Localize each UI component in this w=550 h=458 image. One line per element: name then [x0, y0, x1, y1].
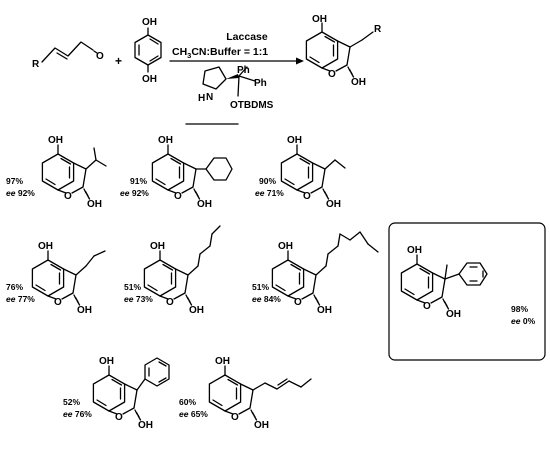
product-6-ee: ee 84% — [252, 294, 281, 304]
product-2-yield: 91% — [130, 176, 147, 186]
catalyst-structure: N H Ph Ph OTBDMS — [198, 65, 274, 111]
svg-text:OH: OH — [150, 241, 165, 252]
svg-text:OH: OH — [48, 135, 63, 146]
svg-text:OH: OH — [197, 199, 212, 210]
product-3-yield: 90% — [259, 176, 276, 186]
svg-text:OH: OH — [38, 241, 53, 252]
product-general: OH R O OH — [305, 14, 382, 88]
product-4-ee: ee 77% — [6, 294, 35, 304]
svg-text:OH: OH — [407, 245, 422, 256]
product-1-yield: 97% — [6, 176, 23, 186]
svg-text:O: O — [231, 412, 239, 423]
product-7: OH O OH 52% ee 76% — [63, 356, 170, 431]
svg-text:OH: OH — [87, 199, 102, 210]
product-1: OH O OH 97% ee 92% — [6, 135, 107, 210]
product-5-ee: ee 73% — [124, 294, 153, 304]
svg-text:OH: OH — [287, 135, 302, 146]
plus-sign: + — [115, 54, 122, 68]
product-6-yield: 51% — [252, 282, 269, 292]
catalyst-otbdms-label: OTBDMS — [230, 100, 274, 111]
catalyst-ph1-label: Ph — [237, 65, 250, 76]
product-7-yield: 52% — [63, 397, 80, 407]
boxed-product-frame — [388, 222, 546, 361]
product-8-ee: ee 65% — [179, 409, 208, 419]
product-2: OH O OH 91% ee 92% — [120, 135, 233, 210]
hydroquinone-oh-top: OH — [142, 17, 157, 28]
product-4-yield: 76% — [6, 282, 23, 292]
product-5-yield: 51% — [124, 282, 141, 292]
svg-text:O: O — [174, 191, 182, 202]
svg-text:O: O — [115, 412, 123, 423]
svg-text:OH: OH — [254, 420, 269, 431]
svg-text:OH: OH — [77, 305, 92, 316]
svg-text:O: O — [64, 191, 72, 202]
svg-text:OH: OH — [138, 420, 153, 431]
product-4: OH O OH 76% ee 77% — [6, 241, 106, 316]
boxed-product-ee: ee 0% — [511, 316, 536, 326]
product-7-ee: ee 76% — [63, 409, 92, 419]
boxed-product: OH O OH 98% ee 0% — [400, 245, 536, 326]
svg-text:O: O — [303, 191, 311, 202]
catalyst-h-label: H — [198, 93, 205, 104]
reactant-enal: R O — [32, 41, 104, 70]
catalyst-ph2-label: Ph — [254, 78, 267, 89]
reaction-arrowhead — [296, 57, 304, 65]
svg-text:O: O — [294, 297, 302, 308]
svg-text:O: O — [54, 297, 62, 308]
svg-text:OH: OH — [158, 135, 173, 146]
condition-enzyme: Laccase — [226, 31, 268, 43]
svg-text:OH: OH — [99, 356, 114, 367]
product-2-ee: ee 92% — [120, 188, 149, 198]
product-8-yield: 60% — [179, 397, 196, 407]
product-8: OH O OH 60% ee 65% — [179, 356, 312, 431]
product-r-label: R — [374, 24, 382, 35]
product-5: OH O OH 51% ee 73% — [124, 225, 221, 316]
hydroquinone-oh-bottom: OH — [142, 74, 157, 85]
svg-text:OH: OH — [326, 199, 341, 210]
svg-text:OH: OH — [215, 356, 230, 367]
catalyst-n-label: N — [206, 92, 213, 103]
reactant-hydroquinone: OH OH — [134, 17, 162, 85]
condition-solvent: CH3CN:Buffer = 1:1 — [172, 46, 268, 60]
product-3-ee: ee 71% — [255, 188, 284, 198]
boxed-product-yield: 98% — [511, 304, 528, 314]
svg-text:OH: OH — [189, 305, 204, 316]
reactant-o-label: O — [96, 51, 104, 62]
svg-text:O: O — [423, 301, 431, 312]
svg-text:OH: OH — [446, 309, 461, 320]
svg-text:OH: OH — [278, 241, 293, 252]
product-3: OH O OH 90% ee 71% — [255, 135, 346, 210]
product-o-label: O — [328, 69, 336, 80]
product-1-ee: ee 92% — [6, 188, 35, 198]
product-oh-top: OH — [312, 14, 327, 25]
product-oh-label: OH — [351, 77, 366, 88]
reactant-r-label: R — [32, 59, 40, 70]
svg-text:OH: OH — [317, 305, 332, 316]
svg-text:O: O — [166, 297, 174, 308]
product-6: OH O OH 51% ee 84% — [252, 231, 379, 316]
